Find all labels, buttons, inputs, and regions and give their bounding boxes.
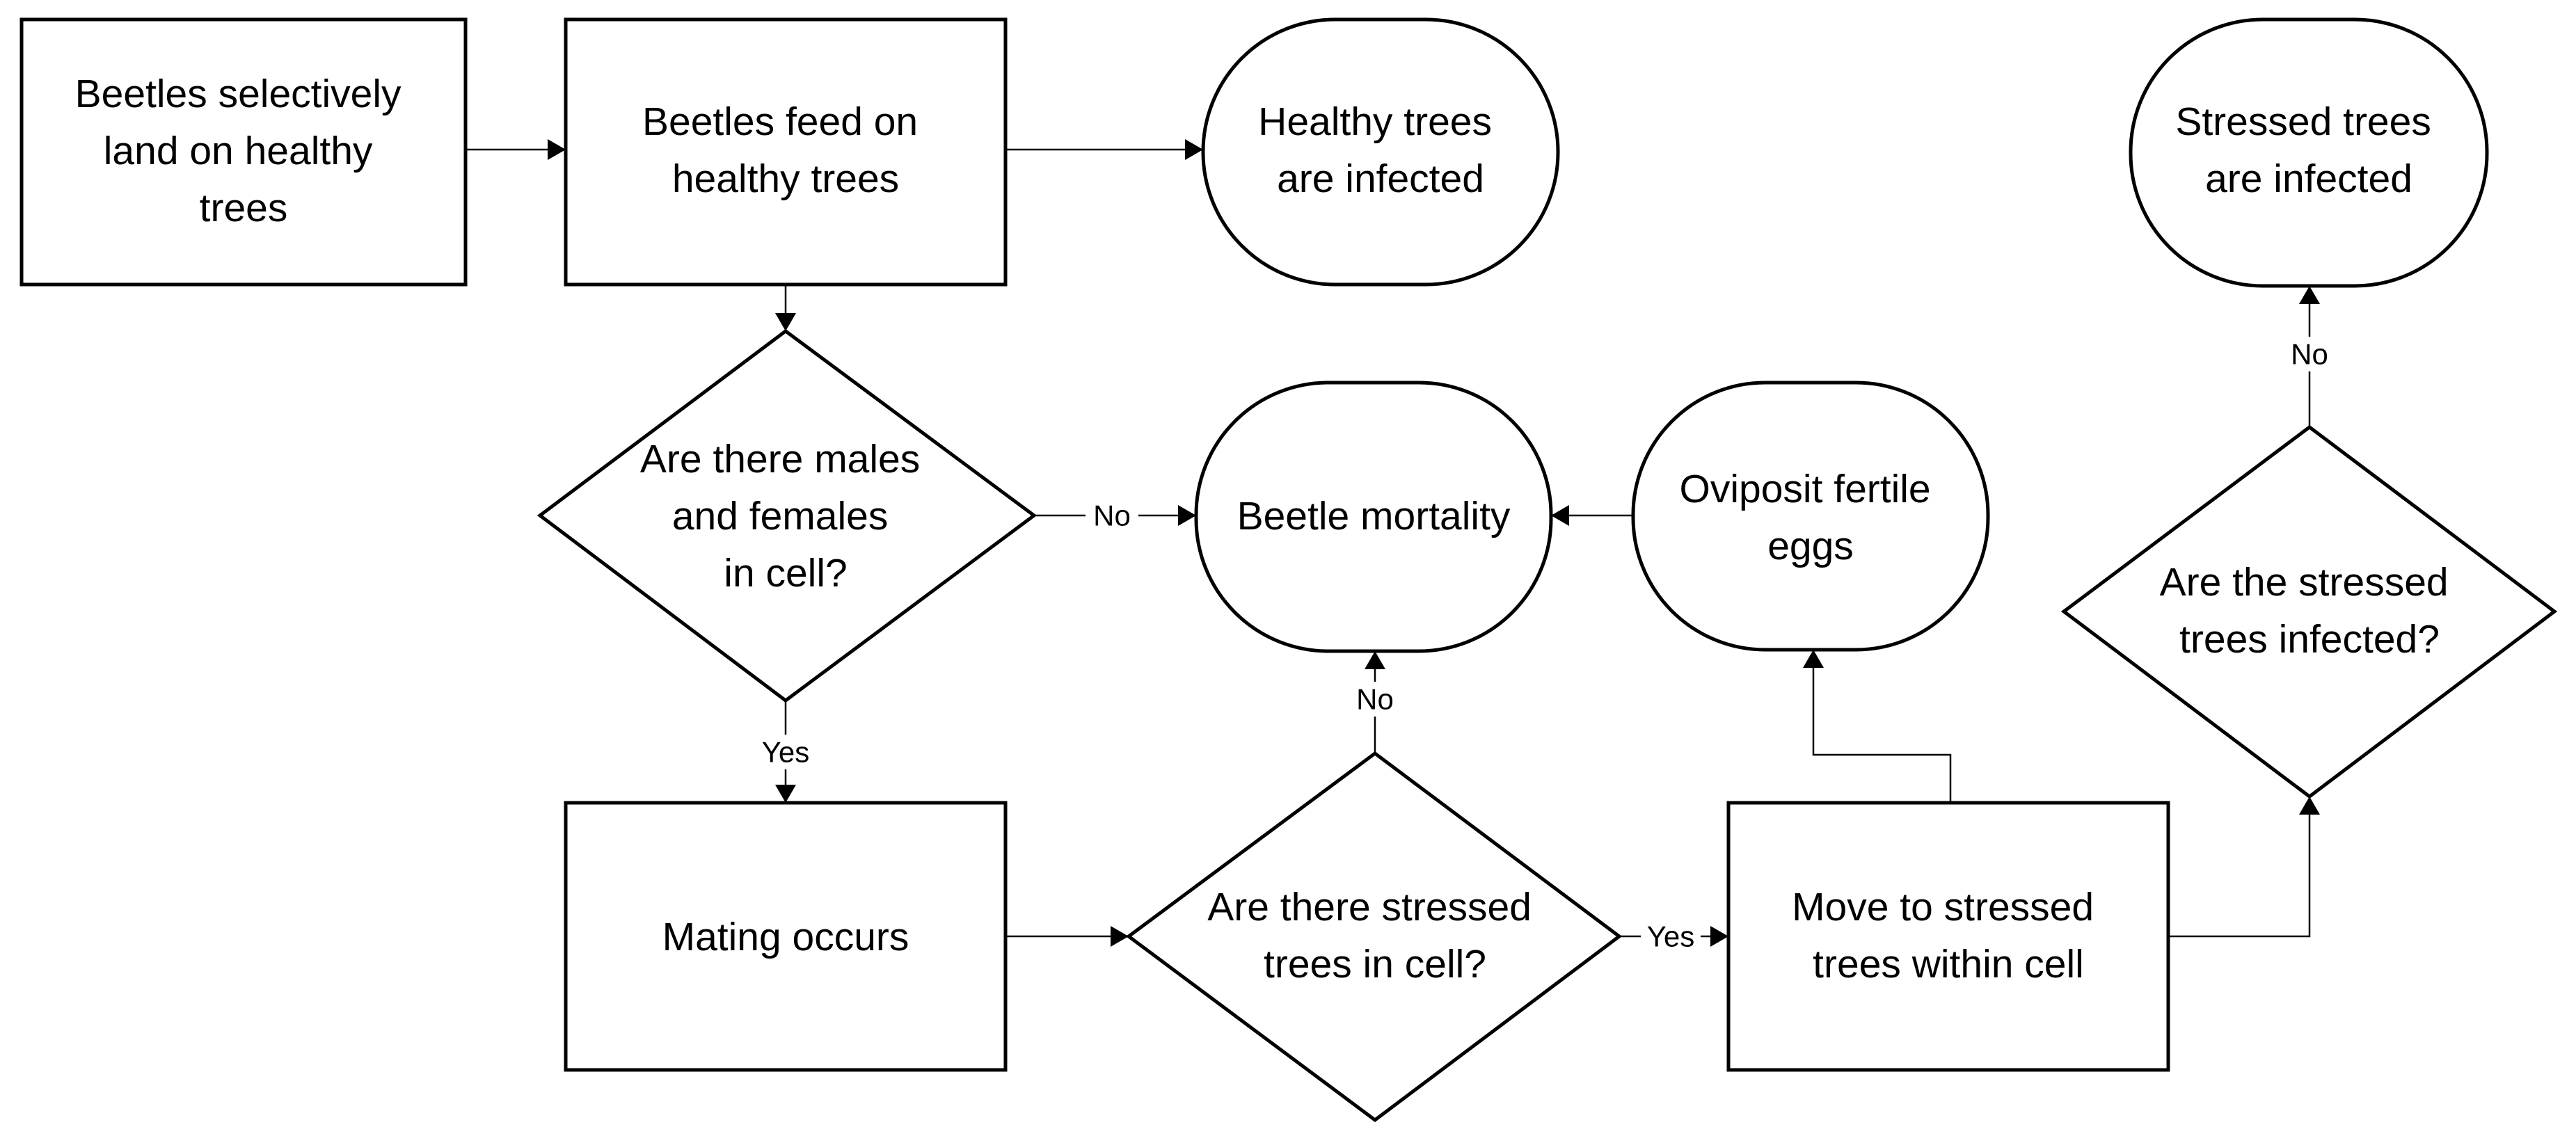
svg-text:Healthy trees are infect: Healthy trees are infected	[1258, 99, 1503, 201]
node-beetles-feed-on-healthy-trees: Beetles feed on healthy trees	[564, 17, 1008, 287]
node-label-line: trees within cell	[1813, 942, 2084, 986]
edge-males-to-mating: Yes	[753, 701, 818, 803]
edge-move-to-infected-decision	[2168, 797, 2320, 938]
node-label-line: Beetle mortality	[1237, 494, 1511, 538]
edge-label-yes: Yes	[762, 736, 810, 769]
edge-oviposit-to-mortality	[1551, 505, 1633, 526]
node-label-line: trees in cell?	[1264, 942, 1486, 986]
node-label-line: trees	[200, 186, 288, 230]
svg-text:Are the stressed trees i: Are the stressed trees infected?	[2160, 560, 2460, 662]
node-move-to-stressed-trees: Move to stressed trees within cell	[1726, 801, 2170, 1072]
node-beetle-mortality: Beetle mortality	[1194, 381, 1553, 653]
node-label-line: Healthy trees	[1258, 99, 1492, 144]
node-mating-occurs: Mating occurs	[564, 801, 1008, 1072]
node-label-line: Beetles selectively	[75, 72, 401, 116]
node-label-line: and females	[672, 494, 889, 538]
node-healthy-trees-infected: Healthy trees are infected	[1201, 17, 1560, 287]
edge-label-no: No	[2291, 338, 2328, 371]
edge-feed-to-healthy-infected	[1005, 139, 1203, 160]
node-label-line: Stressed trees	[2175, 99, 2431, 144]
node-beetles-land-on-healthy-trees: Beetles selectively land on healthy tree…	[19, 17, 468, 287]
decision-stressed-trees-in-cell: Are there stressed trees in cell?	[1125, 751, 1623, 1123]
node-label-line: Are the stressed	[2160, 560, 2449, 605]
svg-text:Are there males and fema: Are there males and females in cell?	[640, 437, 931, 595]
decision-males-and-females: Are there males and females in cell?	[536, 328, 1037, 703]
node-label-line: eggs	[1767, 524, 1854, 568]
svg-text:Mating occurs: Mating occurs	[662, 915, 909, 959]
node-label-line: Mating occurs	[662, 915, 909, 959]
edge-stressed-decision-to-move: Yes	[1619, 919, 1728, 954]
decision-stressed-trees-infected: Are the stressed trees infected?	[2060, 424, 2558, 799]
edge-label-no: No	[1356, 683, 1394, 716]
svg-text:Stressed trees are infec: Stressed trees are infected	[2175, 99, 2442, 201]
svg-text:Beetles selectively land: Beetles selectively land on healthy tree…	[75, 72, 413, 230]
svg-text:Are there stressed trees: Are there stressed trees in cell?	[1207, 885, 1543, 986]
node-label-line: in cell?	[724, 551, 847, 595]
node-label-line: Beetles feed on	[642, 99, 918, 144]
node-stressed-trees-infected: Stressed trees are infected	[2129, 17, 2489, 288]
edge-infected-decision-to-stressed-infected: No	[2283, 286, 2336, 427]
edge-move-to-oviposit	[1803, 650, 1952, 803]
node-label-line: Are there males	[640, 437, 920, 481]
edge-land-to-feed	[466, 139, 566, 160]
edge-feed-to-males-decision	[775, 285, 796, 331]
node-label-line: healthy trees	[672, 157, 899, 201]
node-label-line: land on healthy	[104, 129, 373, 173]
node-label-line: are infected	[2205, 157, 2412, 201]
edge-label-no: No	[1093, 499, 1131, 532]
edge-stressed-decision-to-mortality: No	[1349, 651, 1401, 753]
svg-text:Move to stressed trees w: Move to stressed trees within cell	[1792, 885, 2105, 986]
edge-males-to-mortality: No	[1034, 499, 1196, 532]
node-oviposit-fertile-eggs: Oviposit fertile eggs	[1631, 381, 1990, 652]
svg-text:Oviposit fertile eggs: Oviposit fertile eggs	[1680, 467, 1942, 568]
node-label-line: Move to stressed	[1792, 885, 2094, 929]
node-label-line: are infected	[1277, 157, 1484, 201]
edge-mating-to-stressed-decision	[1005, 926, 1129, 947]
edge-label-yes: Yes	[1647, 920, 1695, 953]
node-label-line: Are there stressed	[1207, 885, 1532, 929]
svg-text:Beetle mortality: Beetle mortality	[1237, 494, 1511, 538]
node-label-line: Oviposit fertile	[1680, 467, 1931, 511]
svg-text:Beetles feed on healthy: Beetles feed on healthy trees	[642, 99, 929, 201]
node-label-line: trees infected?	[2179, 617, 2440, 662]
